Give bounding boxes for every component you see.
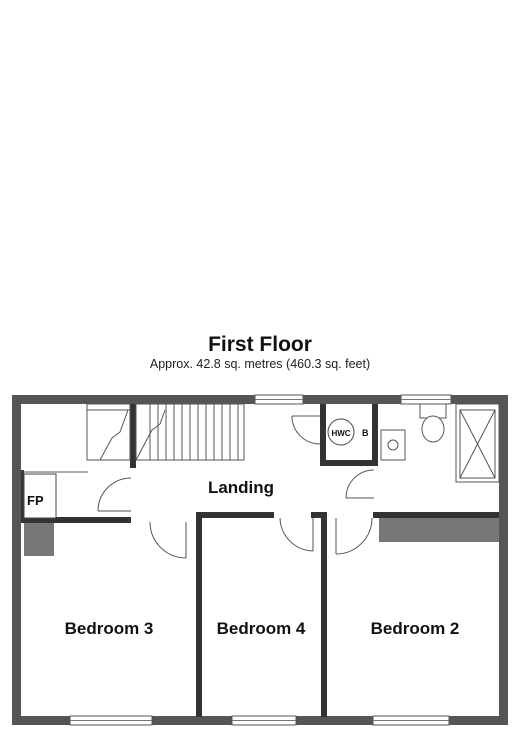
hwc-cylinder (327, 418, 355, 446)
outer-walls (12, 395, 508, 725)
interior-walls (21, 404, 499, 717)
fp-cupboard (21, 471, 88, 519)
landing-label: Landing (208, 478, 274, 497)
bathroom-fixtures (380, 403, 500, 483)
boiler-label: B (362, 428, 369, 438)
bedroom3-wardrobe (24, 523, 54, 556)
hwc-label: HWC (331, 429, 350, 438)
bedroom2-label: Bedroom 2 (371, 619, 460, 638)
bedroom3-label: Bedroom 3 (65, 619, 154, 638)
staircase (86, 403, 245, 461)
fp-label: FP (27, 493, 44, 508)
doors (97, 415, 375, 559)
floor-title: First Floor (208, 333, 312, 356)
bedroom2-wardrobe (379, 518, 499, 542)
bedroom4-label: Bedroom 4 (217, 619, 306, 638)
floor-area: Approx. 42.8 sq. metres (460.3 sq. feet) (149, 357, 371, 371)
